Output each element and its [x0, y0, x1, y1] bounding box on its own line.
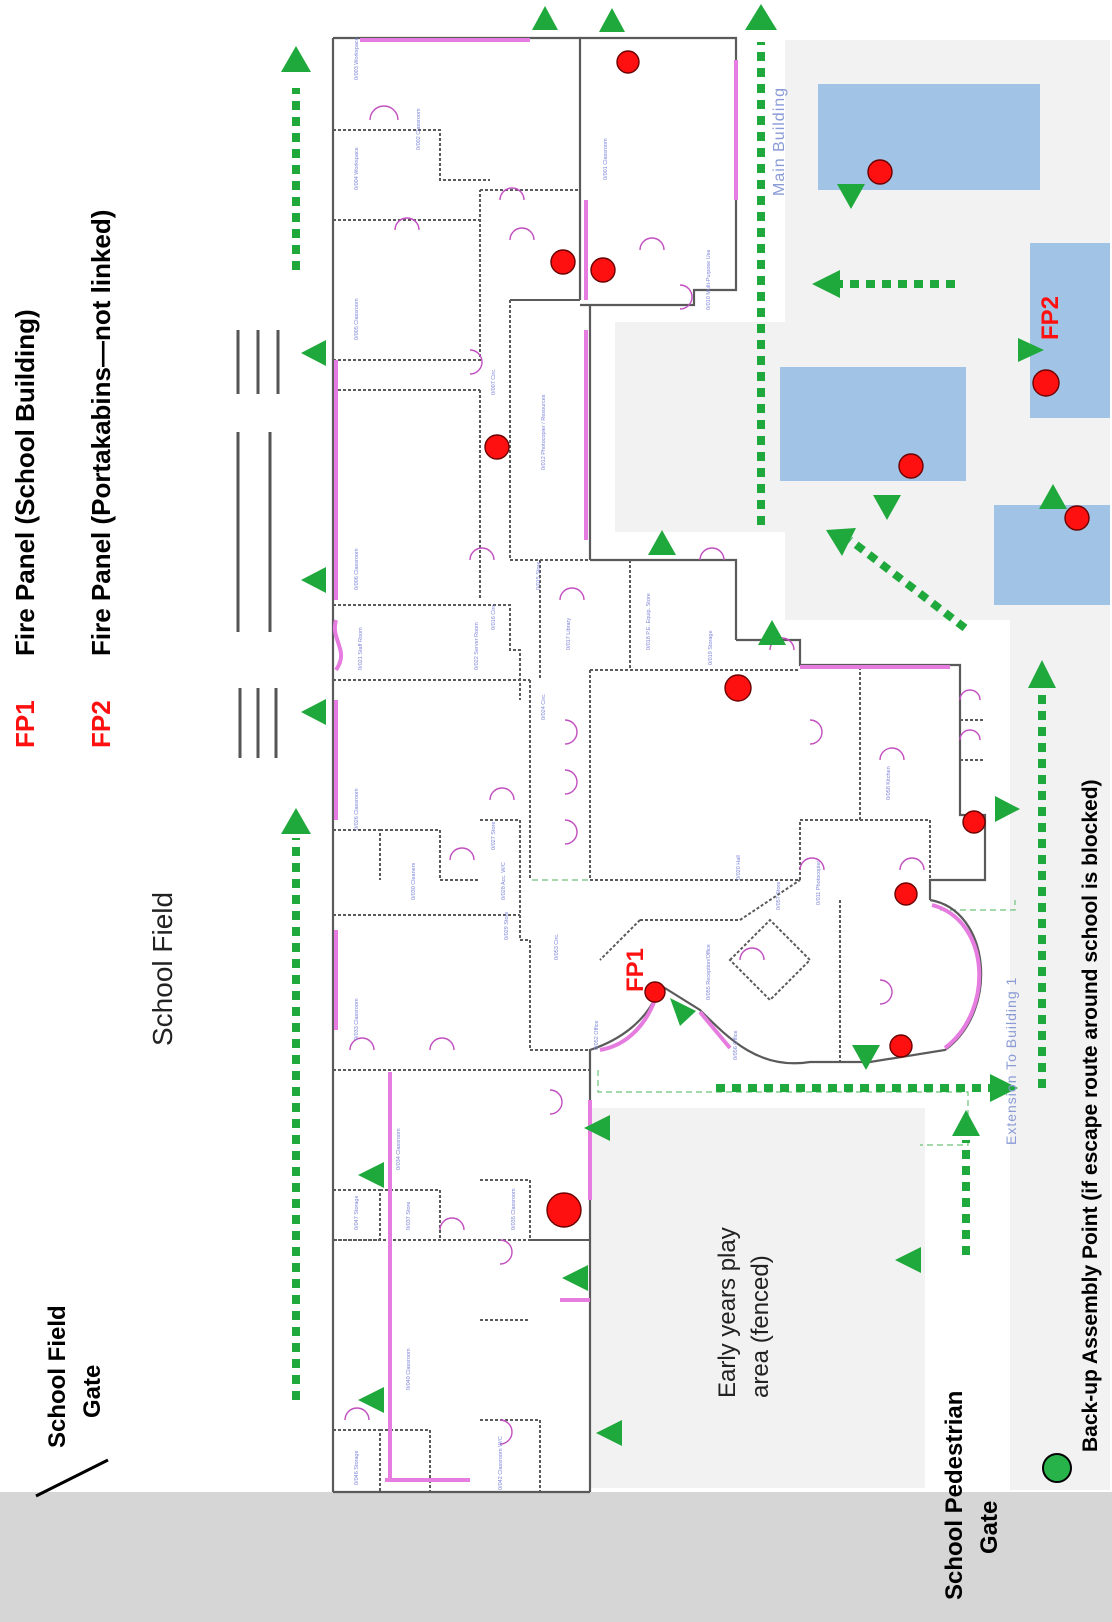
svg-text:0/047 Storage: 0/047 Storage — [354, 1195, 360, 1230]
early-years-label-2: area (fenced) — [747, 1255, 774, 1398]
svg-text:0/055 Reception/Office: 0/055 Reception/Office — [706, 944, 712, 1000]
fire-panel-marker — [724, 674, 752, 702]
svg-text:0/034 Classroom: 0/034 Classroom — [396, 1128, 402, 1170]
road — [0, 1492, 1112, 1622]
svg-text:0/002 Classroom: 0/002 Classroom — [416, 108, 422, 150]
svg-text:0/006 Classroom: 0/006 Classroom — [354, 548, 360, 590]
portakabin-3 — [780, 367, 966, 481]
svg-text:0/018 P.E. Equip. Store: 0/018 P.E. Equip. Store — [646, 593, 652, 650]
svg-text:0/040 Classroom: 0/040 Classroom — [406, 1348, 412, 1390]
early-years-label-1: Early years play — [714, 1227, 741, 1398]
route-arrowheads — [281, 4, 1056, 1136]
fire-panel-marker — [550, 249, 576, 275]
pedestrian-gate-label-2: Gate — [976, 1501, 1003, 1554]
fire-panel-marker — [546, 1192, 582, 1228]
svg-text:0/052 Office: 0/052 Office — [594, 1020, 600, 1050]
fire-panel-marker — [898, 453, 924, 479]
fire-panel-marker — [867, 159, 893, 185]
field-gate-label-2: Gate — [79, 1365, 106, 1418]
school-field-label: School Field — [147, 892, 178, 1046]
paving-north — [615, 322, 785, 532]
early-years-fence — [597, 1070, 969, 1146]
legend-fp1-code: FP1 — [10, 700, 40, 748]
svg-text:0/058 Kitchen: 0/058 Kitchen — [886, 766, 892, 800]
svg-text:0/042 Classroom W/C: 0/042 Classroom W/C — [498, 1436, 504, 1490]
assembly-point-icon — [1042, 1453, 1072, 1483]
svg-text:0/046 Storage: 0/046 Storage — [354, 1450, 360, 1485]
svg-text:0/004 Workspace: 0/004 Workspace — [354, 147, 360, 190]
legend-fp1-text: Fire Panel (School Building) — [10, 309, 40, 656]
paving-southeast — [1010, 620, 1110, 1490]
svg-text:0/026 Classroom: 0/026 Classroom — [354, 788, 360, 830]
fire-panel-marker — [962, 810, 986, 834]
portakabin-1 — [818, 84, 1040, 190]
svg-text:0/011 Photocopier: 0/011 Photocopier — [816, 861, 822, 905]
svg-text:0/017 Library: 0/017 Library — [566, 618, 572, 650]
svg-text:0/010 Multi-Purpose Use: 0/010 Multi-Purpose Use — [706, 249, 712, 310]
fire-panel-marker — [644, 981, 666, 1003]
svg-text:0/030 Cleaners: 0/030 Cleaners — [411, 862, 417, 900]
svg-text:0/027 Store: 0/027 Store — [491, 822, 497, 850]
svg-text:0/021 Staff Room: 0/021 Staff Room — [358, 627, 364, 670]
field-markings — [236, 330, 280, 758]
svg-text:0/053 Circ.: 0/053 Circ. — [554, 933, 560, 960]
fire-panel-marker — [1032, 369, 1060, 397]
svg-text:0/003 Workspace: 0/003 Workspace — [354, 37, 360, 80]
fire-panel-marker — [484, 434, 510, 460]
svg-text:0/019 Storage: 0/019 Storage — [708, 630, 714, 665]
legend-fp2-code: FP2 — [86, 700, 116, 748]
field-gate-mark — [35, 1458, 109, 1498]
svg-text:0/015 Store: 0/015 Store — [536, 562, 542, 590]
svg-text:0/005 Classroom: 0/005 Classroom — [354, 298, 360, 340]
fire-panel-marker — [889, 1034, 913, 1058]
fp1-marker-label: FP1 — [622, 948, 649, 992]
escape-route-portakabin-diag — [847, 536, 968, 632]
svg-text:0/007 Circ.: 0/007 Circ. — [491, 368, 497, 395]
fire-panels — [484, 50, 1090, 1228]
legend-fp2-text: Fire Panel (Portakabins—not linked) — [86, 210, 116, 656]
field-gate-label-1: School Field — [44, 1305, 71, 1448]
fire-panel-marker — [616, 50, 640, 74]
fire-panel-marker — [894, 882, 918, 906]
svg-text:0/020 Hall: 0/020 Hall — [736, 855, 742, 880]
svg-text:0/056 Office: 0/056 Office — [733, 1030, 739, 1060]
svg-text:0/028 Acc. W/C: 0/028 Acc. W/C — [501, 862, 507, 900]
paving-south — [590, 1108, 925, 1488]
svg-text:0/057 Store: 0/057 Store — [776, 882, 782, 910]
svg-text:0/024 Circ.: 0/024 Circ. — [541, 693, 547, 720]
portakabin-4 — [994, 505, 1110, 605]
extension-label: Extension To Building 1 — [1003, 977, 1019, 1145]
svg-text:0/001 Classroom: 0/001 Classroom — [603, 138, 609, 180]
svg-text:0/035 Classroom: 0/035 Classroom — [511, 1188, 517, 1230]
svg-text:0/037 Store: 0/037 Store — [406, 1202, 412, 1230]
svg-text:0/029 Store: 0/029 Store — [504, 912, 510, 940]
svg-text:0/033 Classroom: 0/033 Classroom — [354, 998, 360, 1040]
fire-panel-marker — [590, 257, 616, 283]
main-building-label: Main Building — [771, 87, 788, 196]
svg-text:0/012 Photocopier / Resources: 0/012 Photocopier / Resources — [541, 394, 547, 470]
svg-text:0/022 Server Room: 0/022 Server Room — [474, 622, 480, 670]
fp2-marker-label: FP2 — [1037, 296, 1064, 340]
assembly-point-label: Back-up Assembly Point (if escape route … — [1079, 779, 1102, 1452]
extension-boundary — [940, 900, 1016, 911]
building-exits — [301, 6, 1067, 1446]
escape-routes — [292, 42, 1046, 1400]
pedestrian-gate-label-1: School Pedestrian — [941, 1391, 968, 1600]
fire-panel-marker — [1064, 505, 1090, 531]
svg-text:0/016 Circ.: 0/016 Circ. — [491, 603, 497, 630]
